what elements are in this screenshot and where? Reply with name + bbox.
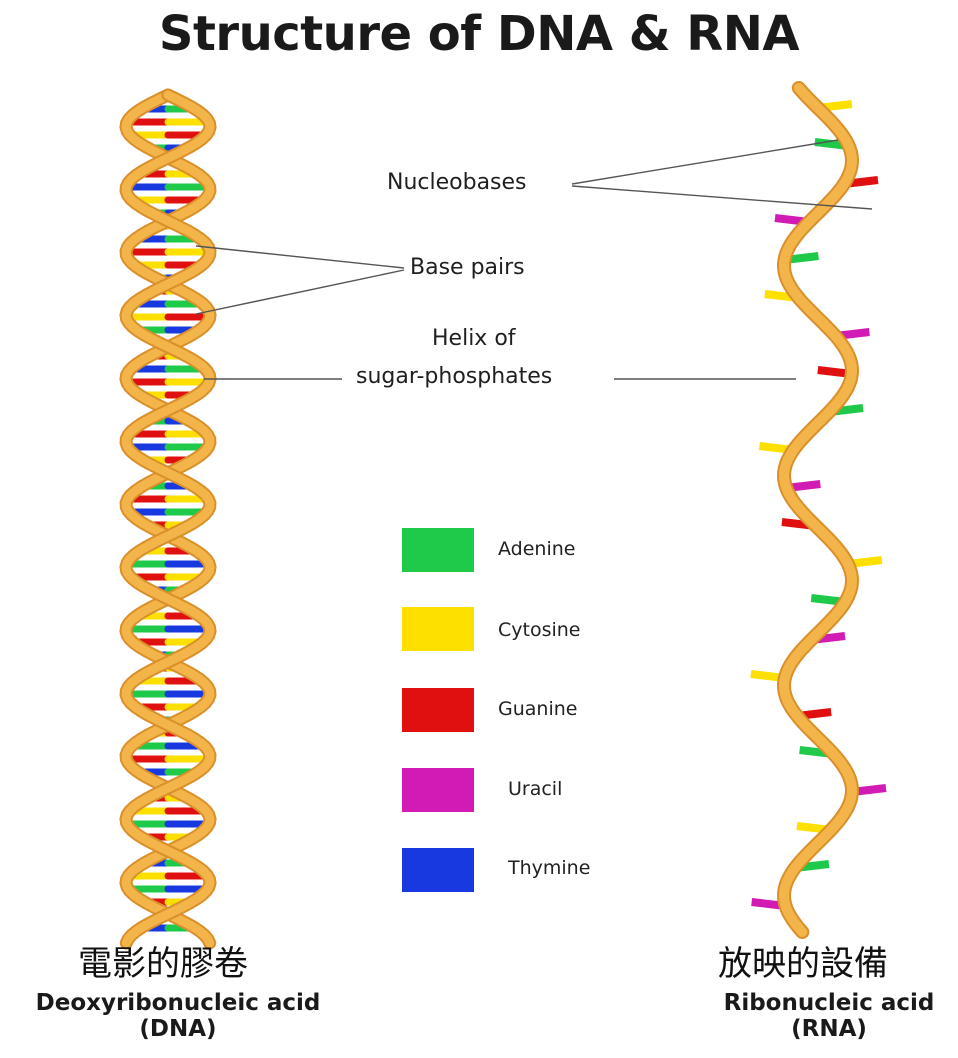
rna-caption-line2: (RNA) [700,1016,958,1042]
helix-label-line2: sugar-phosphates [356,364,552,389]
base-pairs-label: Base pairs [410,255,525,280]
legend-label-adenine: Adenine [498,538,575,560]
helix-label-line1: Helix of [432,326,516,351]
dna-caption-line1: Deoxyribonucleic acid [0,990,356,1016]
rna-annotation: 放映的設備 [718,936,888,985]
rna-caption: Ribonucleic acid (RNA) [700,990,958,1042]
legend-swatch-guanine [402,688,474,732]
legend-swatch-thymine [402,848,474,892]
legend-swatch-uracil [402,768,474,812]
dna-caption-line2: (DNA) [0,1016,356,1042]
legend-label-guanine: Guanine [498,698,577,720]
nucleobases-label: Nucleobases [387,170,527,195]
nucleobases-leader-line [572,140,838,184]
rna-caption-line1: Ribonucleic acid [700,990,958,1016]
dna-annotation: 電影的膠卷 [78,936,248,985]
legend-swatch-adenine [402,528,474,572]
base-pairs-leader-line [196,246,404,268]
page-title: Structure of DNA & RNA [0,6,958,62]
legend-label-thymine: Thymine [508,857,590,879]
base-pairs-leader-line [196,270,404,314]
legend-swatch-cytosine [402,607,474,651]
legend-label-cytosine: Cytosine [498,619,581,641]
dna-caption: Deoxyribonucleic acid (DNA) [0,990,356,1042]
legend-label-uracil: Uracil [508,778,562,800]
